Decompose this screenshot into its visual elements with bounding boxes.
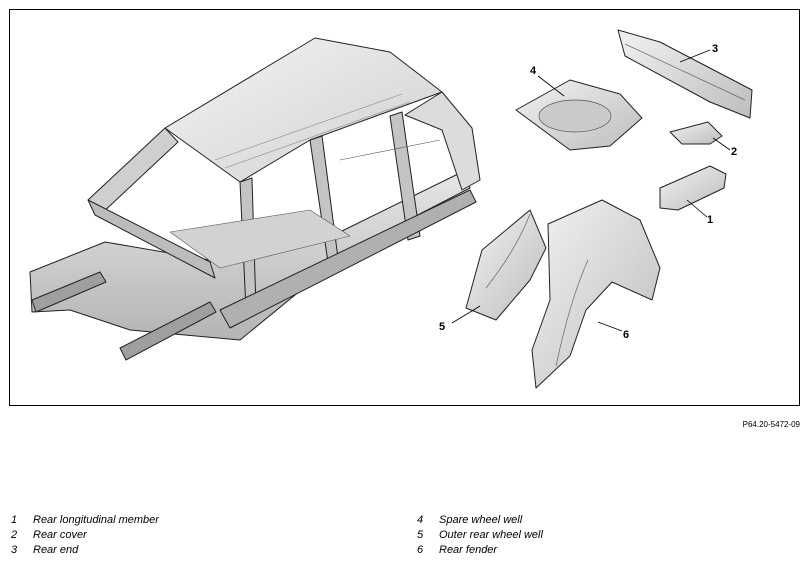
leader-lines: [451, 49, 731, 332]
legend-label: Outer rear wheel well: [439, 529, 543, 541]
legend-number: 1: [11, 514, 18, 526]
rear-end-part: [617, 29, 753, 119]
legend-left-column: 1 Rear longitudinal member 2 Rear cover 3 R…: [11, 513, 159, 558]
legend-label: Spare wheel well: [439, 514, 523, 526]
legend-number: 5: [417, 529, 424, 541]
callout-6: 6: [623, 329, 629, 341]
callout-3: 3: [712, 43, 718, 55]
body-structure-illustration: 4 3 2 1 5 6: [29, 29, 753, 389]
legend-item: 5 Outer rear wheel well: [417, 528, 543, 543]
legend-number: 2: [11, 529, 18, 541]
callout-4: 4: [530, 65, 537, 77]
rear-longitudinal-member-part: [659, 165, 727, 211]
spare-wheel-well-part: [515, 79, 643, 151]
rear-fender-part: [531, 199, 661, 389]
legend-label: Rear end: [33, 544, 79, 556]
legend-number: 4: [417, 514, 424, 526]
legend-item: 3 Rear end: [11, 543, 159, 558]
legend-item: 1 Rear longitudinal member: [11, 513, 159, 528]
figure-code: P64.20-5472-09: [742, 420, 800, 429]
legend-item: 6 Rear fender: [417, 543, 543, 558]
legend-label: Rear fender: [439, 544, 498, 556]
diagram-figure: 4 3 2 1 5 6: [9, 9, 800, 406]
legend-right-column: 4 Spare wheel well 5 Outer rear wheel well…: [417, 513, 543, 558]
callout-2: 2: [731, 146, 737, 158]
legend-number: 3: [11, 544, 18, 556]
legend-label: Rear longitudinal member: [33, 514, 159, 526]
legend-number: 6: [417, 544, 424, 556]
callout-1: 1: [707, 214, 713, 226]
legend-item: 2 Rear cover: [11, 528, 159, 543]
car-body-shell: [29, 37, 481, 361]
callout-5: 5: [439, 321, 445, 333]
rear-cover-part: [669, 121, 723, 145]
legend-item: 4 Spare wheel well: [417, 513, 543, 528]
legend-label: Rear cover: [33, 529, 87, 541]
outer-rear-wheel-well-part: [465, 209, 547, 321]
